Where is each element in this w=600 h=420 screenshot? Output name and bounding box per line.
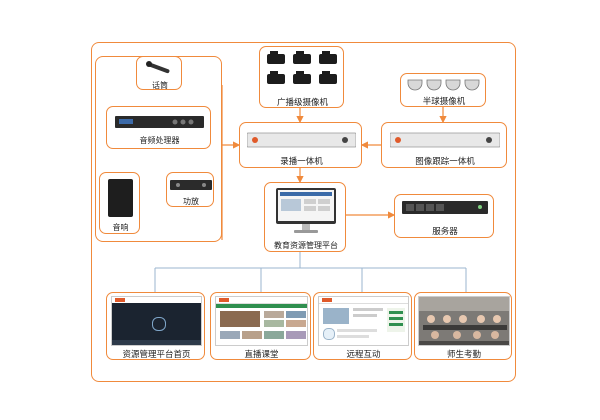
recorder-node[interactable]: 录播一体机	[239, 122, 362, 168]
resource-home-label: 资源管理平台首页	[122, 350, 191, 360]
screen-card-attendance[interactable]: 师生考勤	[414, 292, 512, 360]
live-class-thumbnail	[215, 296, 308, 346]
server-label: 服务器	[432, 227, 458, 237]
screen-card-live-class[interactable]: 直播课堂	[210, 292, 311, 360]
microphone-node[interactable]: 话筒	[136, 56, 182, 90]
speaker-icon	[108, 179, 133, 217]
speaker-node[interactable]: 音响	[99, 172, 140, 234]
screen-card-remote-interaction[interactable]: 远程互动	[313, 292, 412, 360]
server-icon	[402, 201, 488, 214]
dome-cameras-label: 半球摄像机	[422, 97, 466, 107]
microphone-label: 话筒	[152, 81, 168, 90]
platform-label: 教育资源管理平台	[274, 241, 338, 250]
tracker-node[interactable]: 图像跟踪一体机	[381, 122, 507, 168]
screen-card-resource-home[interactable]: 资源管理平台首页	[106, 292, 205, 360]
outer-frame	[91, 42, 516, 382]
audio-processor-label: 音频处理器	[139, 136, 180, 145]
broadcast-cameras-label: 广播级摄像机	[276, 98, 328, 108]
platform-node[interactable]: 教育资源管理平台	[264, 182, 346, 252]
recorder-label: 录播一体机	[280, 157, 323, 167]
dome-cameras-node[interactable]: 半球摄像机	[400, 73, 486, 107]
dome-camera-icon	[407, 79, 480, 91]
speaker-label: 音响	[112, 223, 129, 232]
video-camera-icon	[267, 51, 337, 84]
amplifier-node[interactable]: 功放	[166, 172, 214, 207]
amplifier-icon	[170, 180, 212, 190]
attendance-label: 师生考勤	[446, 350, 481, 360]
server-node[interactable]: 服务器	[394, 194, 494, 238]
live-class-label: 直播课堂	[244, 350, 279, 360]
audio-processor-node[interactable]: 音频处理器	[106, 106, 211, 149]
monitor-icon	[276, 188, 336, 233]
microphone-icon	[146, 61, 170, 74]
attendance-thumbnail	[418, 296, 510, 346]
audio-processor-icon	[115, 116, 204, 128]
broadcast-cameras-node[interactable]: 广播级摄像机	[259, 46, 344, 108]
remote-interaction-label: 远程互动	[346, 350, 381, 360]
tracker-label: 图像跟踪一体机	[415, 157, 475, 167]
amplifier-label: 功放	[183, 197, 199, 206]
recorder-icon	[247, 132, 356, 148]
resource-home-thumbnail	[111, 296, 202, 346]
tracker-icon	[390, 132, 500, 148]
remote-interaction-thumbnail	[318, 296, 409, 346]
